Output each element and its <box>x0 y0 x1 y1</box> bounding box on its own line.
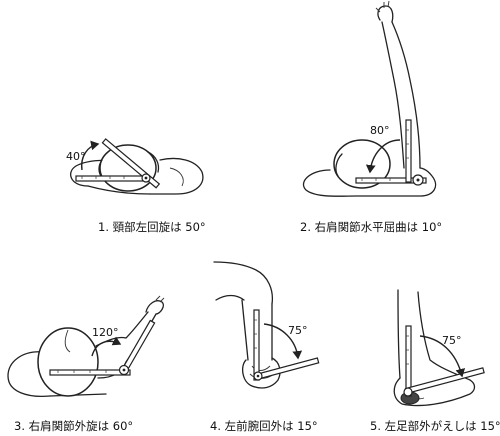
angle-label: 40° <box>66 150 86 163</box>
panel-2: 80° 2. 右肩関節水平屈曲は 10° <box>300 0 442 234</box>
caption: 4. 左前腕回外は 15° <box>210 419 318 433</box>
angle-arc <box>81 140 100 171</box>
goniometer <box>253 309 320 381</box>
panel-3: 120° 3. 右肩関節外旋は 60° <box>7 295 165 433</box>
angle-label: 75° <box>442 334 462 347</box>
body-illustration <box>302 0 437 197</box>
panel-4: 75° 4. 左前腕回外は 15° <box>210 261 320 433</box>
angle-arc <box>263 323 303 360</box>
angle-label: 120° <box>92 326 119 339</box>
goniometer <box>75 138 161 189</box>
angle-arc <box>419 335 466 378</box>
arm-illustration <box>213 261 281 389</box>
goniometer <box>355 119 427 186</box>
angle-arc <box>91 336 122 357</box>
panel-1: 40° 1. 頸部左回旋は 50° <box>66 138 206 234</box>
angle-arc <box>365 139 401 174</box>
caption: 5. 左足部外がえしは 15° <box>370 419 500 433</box>
angle-label: 75° <box>288 324 308 337</box>
panel-5: 75° 5. 左足部外がえしは 15° <box>370 289 500 433</box>
caption: 3. 右肩関節外旋は 60° <box>14 419 133 433</box>
caption: 2. 右肩関節水平屈曲は 10° <box>300 220 442 234</box>
angle-label: 80° <box>370 124 390 137</box>
caption: 1. 頸部左回旋は 50° <box>98 220 206 234</box>
goniometer <box>49 319 156 376</box>
